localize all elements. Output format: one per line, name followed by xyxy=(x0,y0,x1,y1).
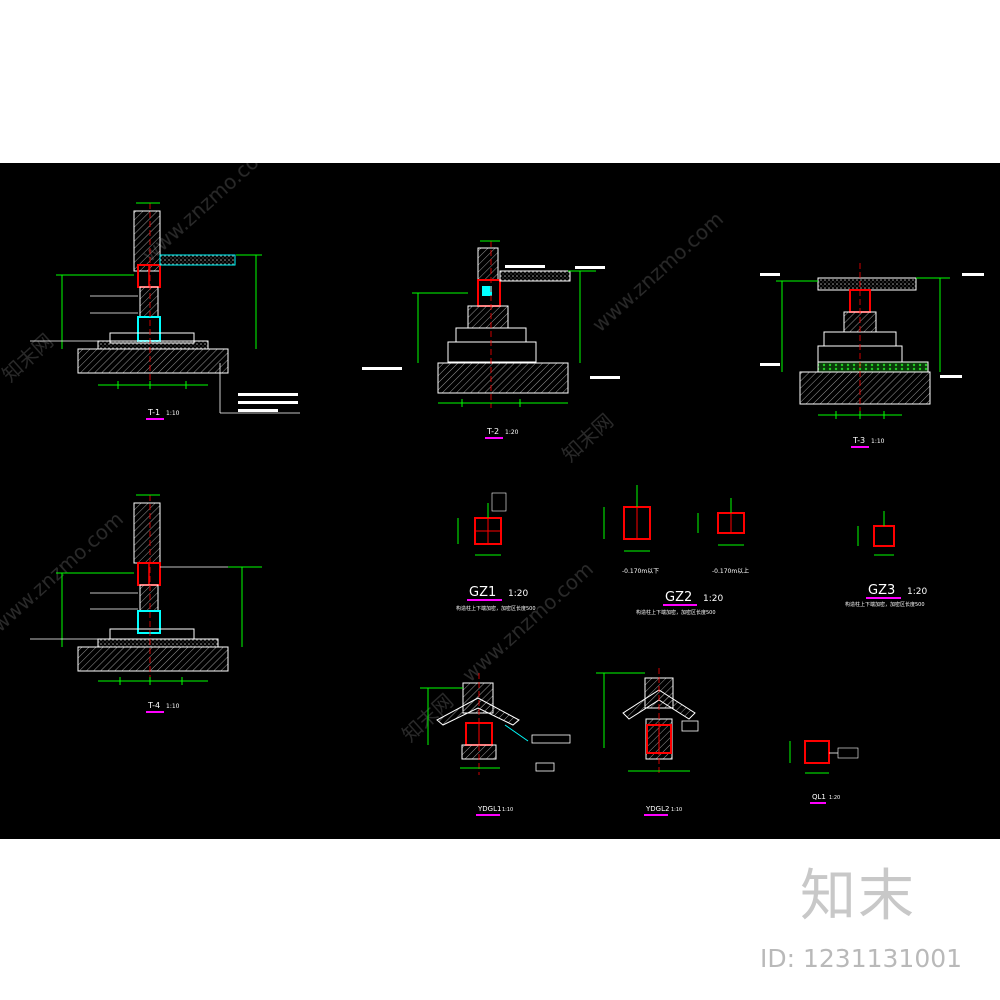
beam-ydgl2-title: YDGL2 xyxy=(645,805,669,813)
column-gz3-scale: 1:20 xyxy=(907,587,927,597)
column-gz2-scale: 1:20 xyxy=(703,594,723,604)
section-t3-title: T-3 xyxy=(852,436,865,445)
column-gz1-note: 构造柱上下端加密，加密区长度500 xyxy=(456,605,536,612)
watermark-text-2: www.znzmo.com xyxy=(587,207,728,337)
section-t2: T-2 1:20 xyxy=(362,240,620,439)
column-gz2-title: GZ2 xyxy=(665,590,692,605)
section-t1-scale: 1:10 xyxy=(166,410,180,417)
section-t3: T-3 1:10 xyxy=(760,263,984,448)
column-gz2: -0.170m以下 -0.170m以上 GZ2 1:20 构造柱上下端加密，加密… xyxy=(603,485,749,616)
section-t4: T-4 1:10 xyxy=(30,494,262,713)
column-gz1: GZ1 1:20 构造柱上下端加密，加密区长度500 xyxy=(456,492,536,612)
beam-ql1: QL1 1:20 xyxy=(789,740,859,804)
beam-ql1-title: QL1 xyxy=(812,793,826,801)
section-t3-scale: 1:10 xyxy=(871,438,885,445)
watermark-brand-1: 知末网 xyxy=(0,329,58,387)
column-gz1-scale: 1:20 xyxy=(508,589,528,599)
column-gz2-elev-b: -0.170m以上 xyxy=(712,567,749,575)
column-gz2-note: 构造柱上下端加密，加密区长度500 xyxy=(636,609,716,616)
column-gz3-title: GZ3 xyxy=(868,583,895,598)
cad-drawing: www.znzmo.com www.znzmo.com www.znzmo.co… xyxy=(0,163,984,816)
watermark-brand-2: 知末网 xyxy=(557,409,618,467)
column-gz2-elev-a: -0.170m以下 xyxy=(622,568,659,575)
beam-ydgl1-scale: 1:10 xyxy=(502,807,513,813)
section-t1-title: T-1 xyxy=(147,408,160,417)
column-gz3: GZ3 1:20 构造柱上下端加密，加密区长度500 xyxy=(845,511,927,608)
beam-ydgl1: YDGL1 1:10 xyxy=(420,673,571,816)
cad-drawing-canvas: www.znzmo.com www.znzmo.com www.znzmo.co… xyxy=(0,163,1000,839)
watermark-text-4: www.znzmo.com xyxy=(457,557,598,687)
beam-ydgl2-scale: 1:10 xyxy=(671,807,682,813)
section-t4-scale: 1:10 xyxy=(166,703,180,710)
beam-ydgl1-title: YDGL1 xyxy=(477,805,501,813)
watermark-text-3: www.znzmo.com xyxy=(0,507,128,637)
column-gz3-note: 构造柱上下端加密，加密区长度500 xyxy=(845,601,925,608)
beam-ydgl2: YDGL2 1:10 xyxy=(596,668,699,816)
section-t2-scale: 1:20 xyxy=(505,429,519,436)
section-t2-title: T-2 xyxy=(486,427,499,436)
beam-ql1-scale: 1:20 xyxy=(829,795,840,801)
image-id-label: ID: 1231131001 xyxy=(760,944,963,973)
brand-logo: 知末 xyxy=(800,864,916,929)
column-gz1-title: GZ1 xyxy=(469,585,496,600)
section-t4-title: T-4 xyxy=(147,701,160,710)
section-t1: T-1 1:10 xyxy=(30,202,300,420)
